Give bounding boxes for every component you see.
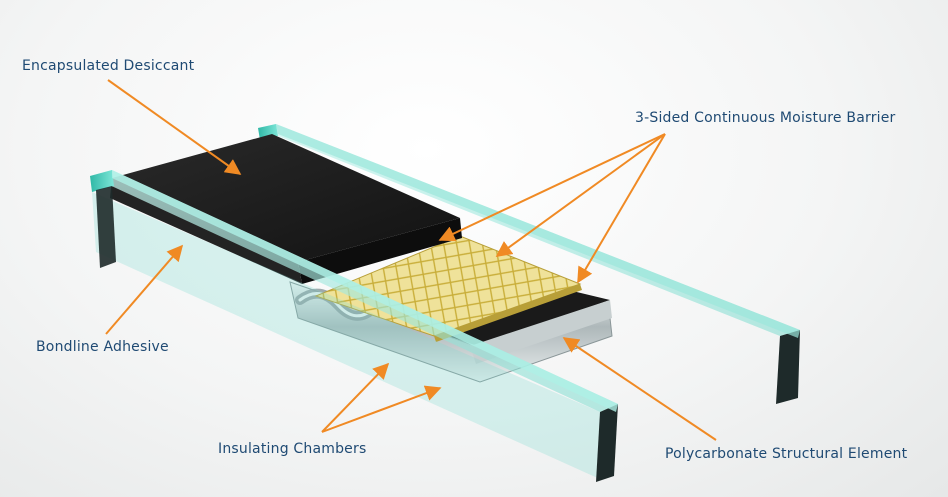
arrow-encapsulated-desiccant: [107, 79, 242, 175]
callout-arrows: [105, 79, 717, 441]
label-insulating-chambers: Insulating Chambers: [218, 441, 367, 457]
label-polycarbonate-element: Polycarbonate Structural Element: [665, 446, 908, 462]
black-barrier-strip: [430, 288, 612, 364]
front-glass-pane: [90, 170, 618, 482]
back-glass-pane: [258, 124, 800, 404]
arrow-bondline-adhesive: [105, 244, 184, 335]
arrow-polycarbonate-element: [562, 337, 717, 441]
arrow-insulating-chambers-1: [321, 362, 390, 433]
label-bondline-adhesive: Bondline Adhesive: [36, 339, 169, 355]
arrow-moisture-barrier-3: [577, 133, 666, 284]
arrow-insulating-chambers-2: [321, 385, 442, 433]
arrow-moisture-barrier-1: [438, 133, 666, 242]
label-moisture-barrier: 3-Sided Continuous Moisture Barrier: [635, 110, 896, 126]
label-encapsulated-desiccant: Encapsulated Desiccant: [22, 58, 195, 74]
arrow-moisture-barrier-2: [495, 133, 666, 257]
